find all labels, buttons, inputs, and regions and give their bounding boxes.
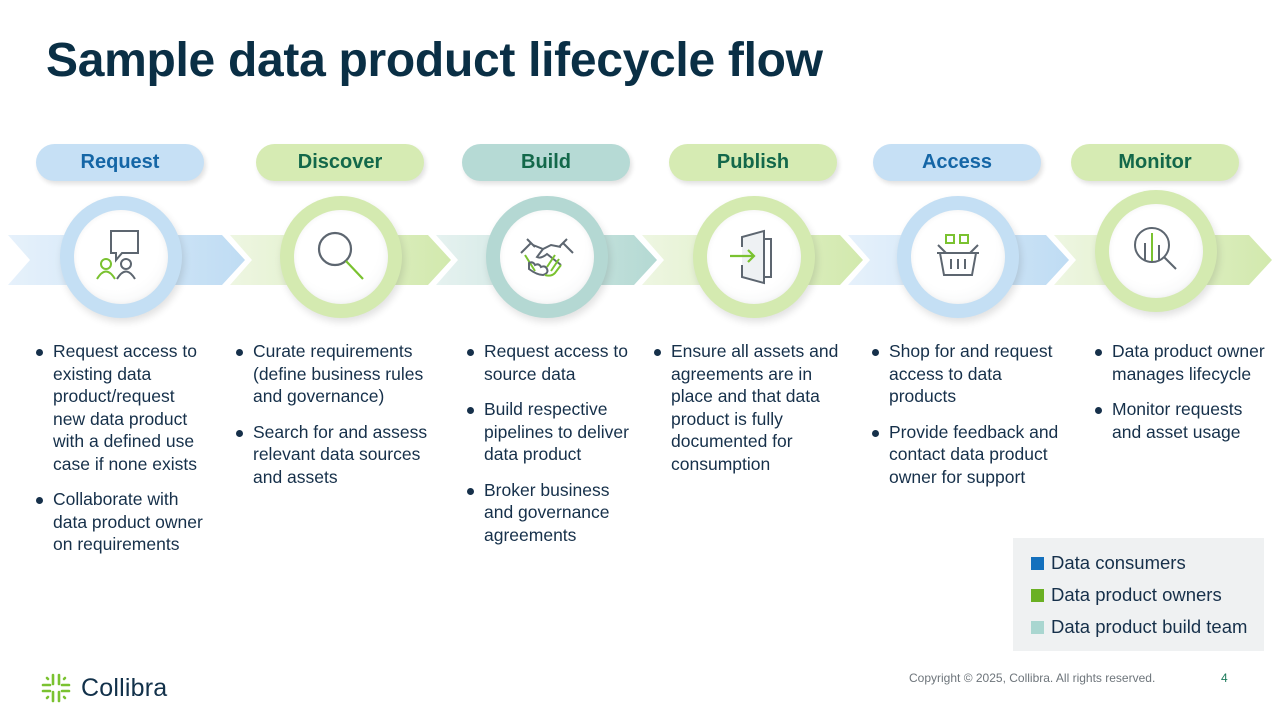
stage-bullets-publish: Ensure all assets and agreements are in … xyxy=(654,340,849,488)
collibra-logo: Collibra xyxy=(40,672,167,704)
collibra-logo-icon xyxy=(41,673,71,703)
legend-item-data-consumers: Data consumers xyxy=(1031,552,1186,574)
bullet-item: Collaborate with data product owner on r… xyxy=(36,488,206,556)
page-title: Sample data product lifecycle flow xyxy=(46,34,823,87)
handshake-icon xyxy=(520,238,574,277)
stage-bullets-monitor: Data product owner manages lifecycle Mon… xyxy=(1095,340,1265,456)
stage-icon-ring-monitor xyxy=(1095,190,1217,312)
bullet-item: Monitor requests and asset usage xyxy=(1095,398,1265,443)
stage-label-request: Request xyxy=(36,144,204,181)
stage-bullets-request: Request access to existing data product/… xyxy=(36,340,206,569)
bullet-item: Build respective pipelines to deliver da… xyxy=(467,398,629,466)
legend-item-data-product-owners: Data product owners xyxy=(1031,584,1222,606)
request-people-chat-icon xyxy=(96,230,139,280)
stage-label-publish: Publish xyxy=(669,144,837,181)
bullet-item: Request access to source data xyxy=(467,340,629,385)
door-enter-icon xyxy=(730,229,772,285)
stage-bullets-discover: Curate requirements (define business rul… xyxy=(236,340,431,501)
brand-name: Collibra xyxy=(81,673,168,702)
shopping-basket-icon xyxy=(937,234,979,276)
role-legend: Data consumers Data product owners Data … xyxy=(1013,538,1264,651)
stage-icon-ring-discover xyxy=(280,196,402,318)
stage-bullets-access: Shop for and request access to data prod… xyxy=(872,340,1072,501)
bullet-item: Search for and assess relevant data sour… xyxy=(236,421,431,489)
stage-bullets-build: Request access to source data Build resp… xyxy=(467,340,629,559)
bullet-item: Shop for and request access to data prod… xyxy=(872,340,1072,408)
stage-icon-ring-access xyxy=(897,196,1019,318)
legend-item-build-team: Data product build team xyxy=(1031,616,1247,638)
bullet-item: Request access to existing data product/… xyxy=(36,340,206,475)
legend-swatch xyxy=(1031,620,1044,634)
bullet-item: Curate requirements (define business rul… xyxy=(236,340,431,408)
stage-icon-ring-build xyxy=(486,196,608,318)
copyright-text: Copyright © 2025, Collibra. All rights r… xyxy=(909,671,1156,685)
bullet-item: Data product owner manages lifecycle xyxy=(1095,340,1265,385)
search-magnifier-icon xyxy=(317,231,364,280)
legend-swatch xyxy=(1031,556,1044,570)
page-number: 4 xyxy=(1221,671,1228,685)
analytics-search-icon xyxy=(1134,227,1177,270)
stage-label-monitor: Monitor xyxy=(1071,144,1239,181)
stage-icon-ring-publish xyxy=(693,196,815,318)
bullet-item: Ensure all assets and agreements are in … xyxy=(654,340,849,475)
bullet-item: Broker business and governance agreement… xyxy=(467,479,629,547)
legend-label: Data consumers xyxy=(1051,552,1186,573)
bullet-item: Provide feedback and contact data produc… xyxy=(872,421,1072,489)
stage-label-build: Build xyxy=(462,144,630,181)
legend-label: Data product build team xyxy=(1051,616,1248,637)
stage-label-access: Access xyxy=(873,144,1041,181)
legend-swatch xyxy=(1031,588,1044,602)
flow-arrow-band xyxy=(8,235,1272,285)
stage-icon-ring-request xyxy=(60,196,182,318)
stage-label-discover: Discover xyxy=(256,144,424,181)
legend-label: Data product owners xyxy=(1051,584,1222,605)
